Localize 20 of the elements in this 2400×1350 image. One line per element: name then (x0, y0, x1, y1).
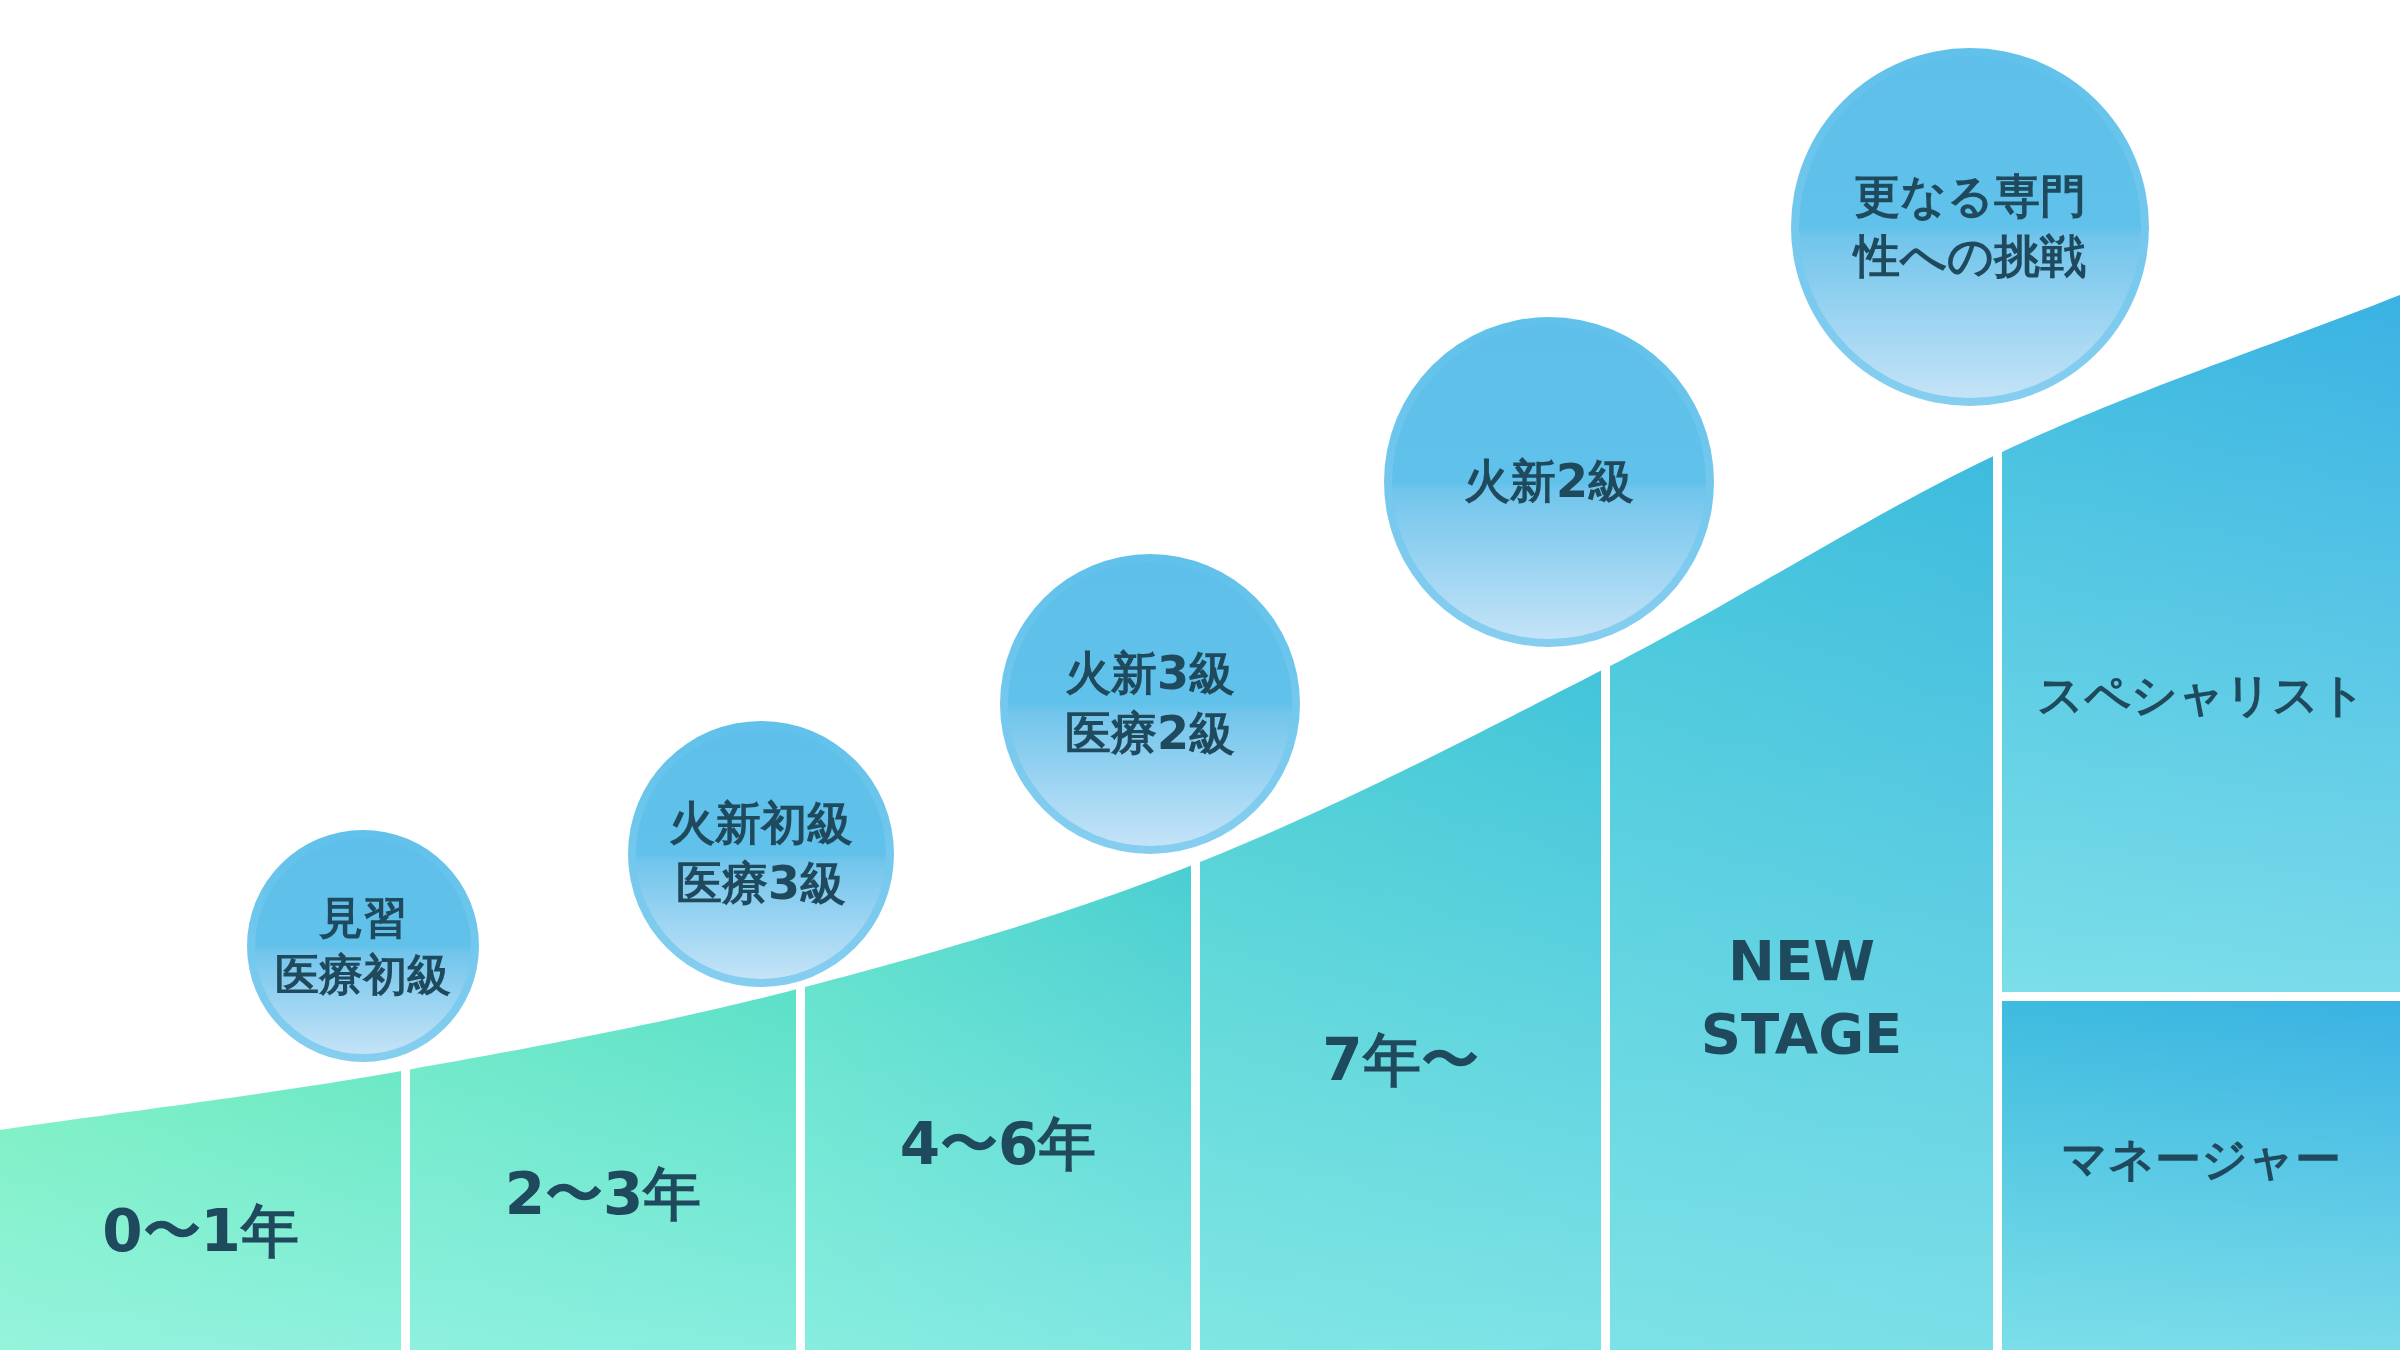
qualification-circle (1000, 554, 1300, 854)
qualification-circle (247, 830, 479, 1062)
qualification-label: 火新3級 (1065, 645, 1235, 703)
stage-label: NEW STAGE (1699, 927, 1904, 1068)
qualification-label: 医療2級 (1065, 705, 1235, 762)
stage-label: 2〜3年 (504, 1159, 702, 1231)
stage-label: 4〜6年 (899, 1109, 1097, 1181)
stage-label: 7年〜 (1322, 1025, 1479, 1097)
qualification-circle (628, 721, 894, 987)
career-path-label: マネージャー (2061, 1131, 2341, 1189)
qualification-label: 医療3級 (676, 855, 846, 912)
qualification-circle (1791, 48, 2149, 406)
qualification-label: 医療初級 (275, 948, 451, 1002)
qualification-circle (1384, 317, 1714, 647)
qualification-label: 火新初級 (669, 795, 853, 853)
qualification-label: 更なる専門性への挑戦 (1851, 168, 2087, 285)
career-path-label: スペシャリスト (2036, 667, 2366, 725)
stage-label: 0〜1年 (102, 1196, 299, 1268)
qualification-label: 見習 (319, 890, 407, 945)
qualification-label: 火新2級 (1464, 453, 1634, 511)
